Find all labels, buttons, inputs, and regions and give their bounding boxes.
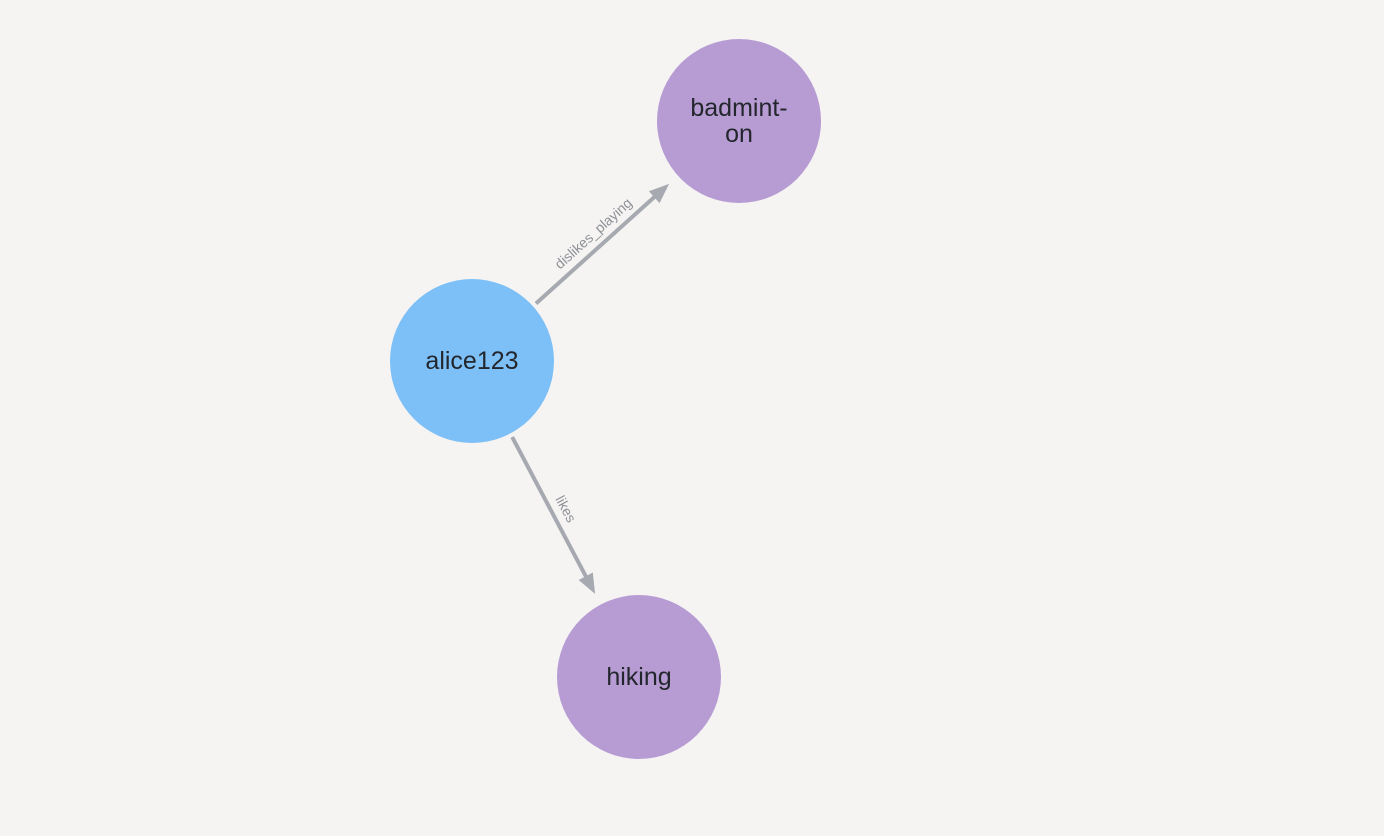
graph-node-hiking[interactable]: hiking xyxy=(557,595,721,759)
node-circle xyxy=(390,279,554,443)
edge-arrowhead-icon xyxy=(648,183,670,204)
edge-arrowhead-icon xyxy=(578,572,596,594)
graph-node-alice123[interactable]: alice123 xyxy=(390,279,554,443)
node-circle xyxy=(657,39,821,203)
edge-line xyxy=(510,436,590,581)
graph-node-badminton[interactable]: badmint-on xyxy=(657,39,821,203)
node-circle xyxy=(557,595,721,759)
edge-line xyxy=(534,193,659,305)
